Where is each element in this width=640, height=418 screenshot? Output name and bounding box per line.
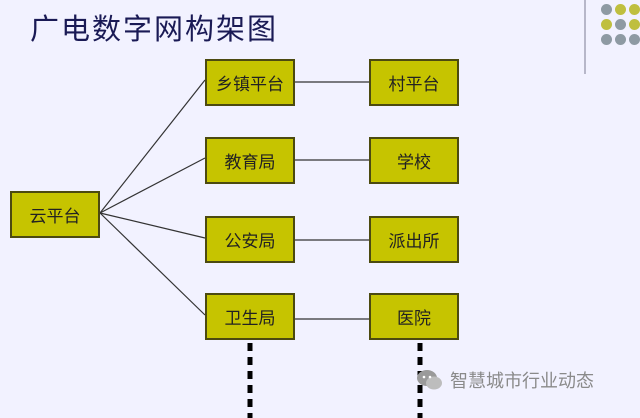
edge-cloud-education [99,157,206,214]
node-hospital: 医院 [369,293,459,340]
node-police-bureau: 公安局 [205,216,295,263]
node-police-station: 派出所 [369,216,459,263]
decor-divider [584,0,586,74]
node-cloud-platform: 云平台 [10,191,100,238]
watermark: 智慧城市行业动态 [416,367,594,393]
watermark-text: 智慧城市行业动态 [450,371,594,392]
node-health-bureau: 卫生局 [205,293,295,340]
node-village-platform: 村平台 [369,59,459,106]
node-township-platform: 乡镇平台 [205,59,295,106]
edge-cloud-police [99,212,206,239]
node-education-bureau: 教育局 [205,137,295,184]
edge-cloud-township [99,79,206,214]
edge-cloud-health [99,212,206,316]
node-school: 学校 [369,137,459,184]
wechat-icon [417,370,442,390]
page-title: 广电数字网构架图 [30,12,279,46]
